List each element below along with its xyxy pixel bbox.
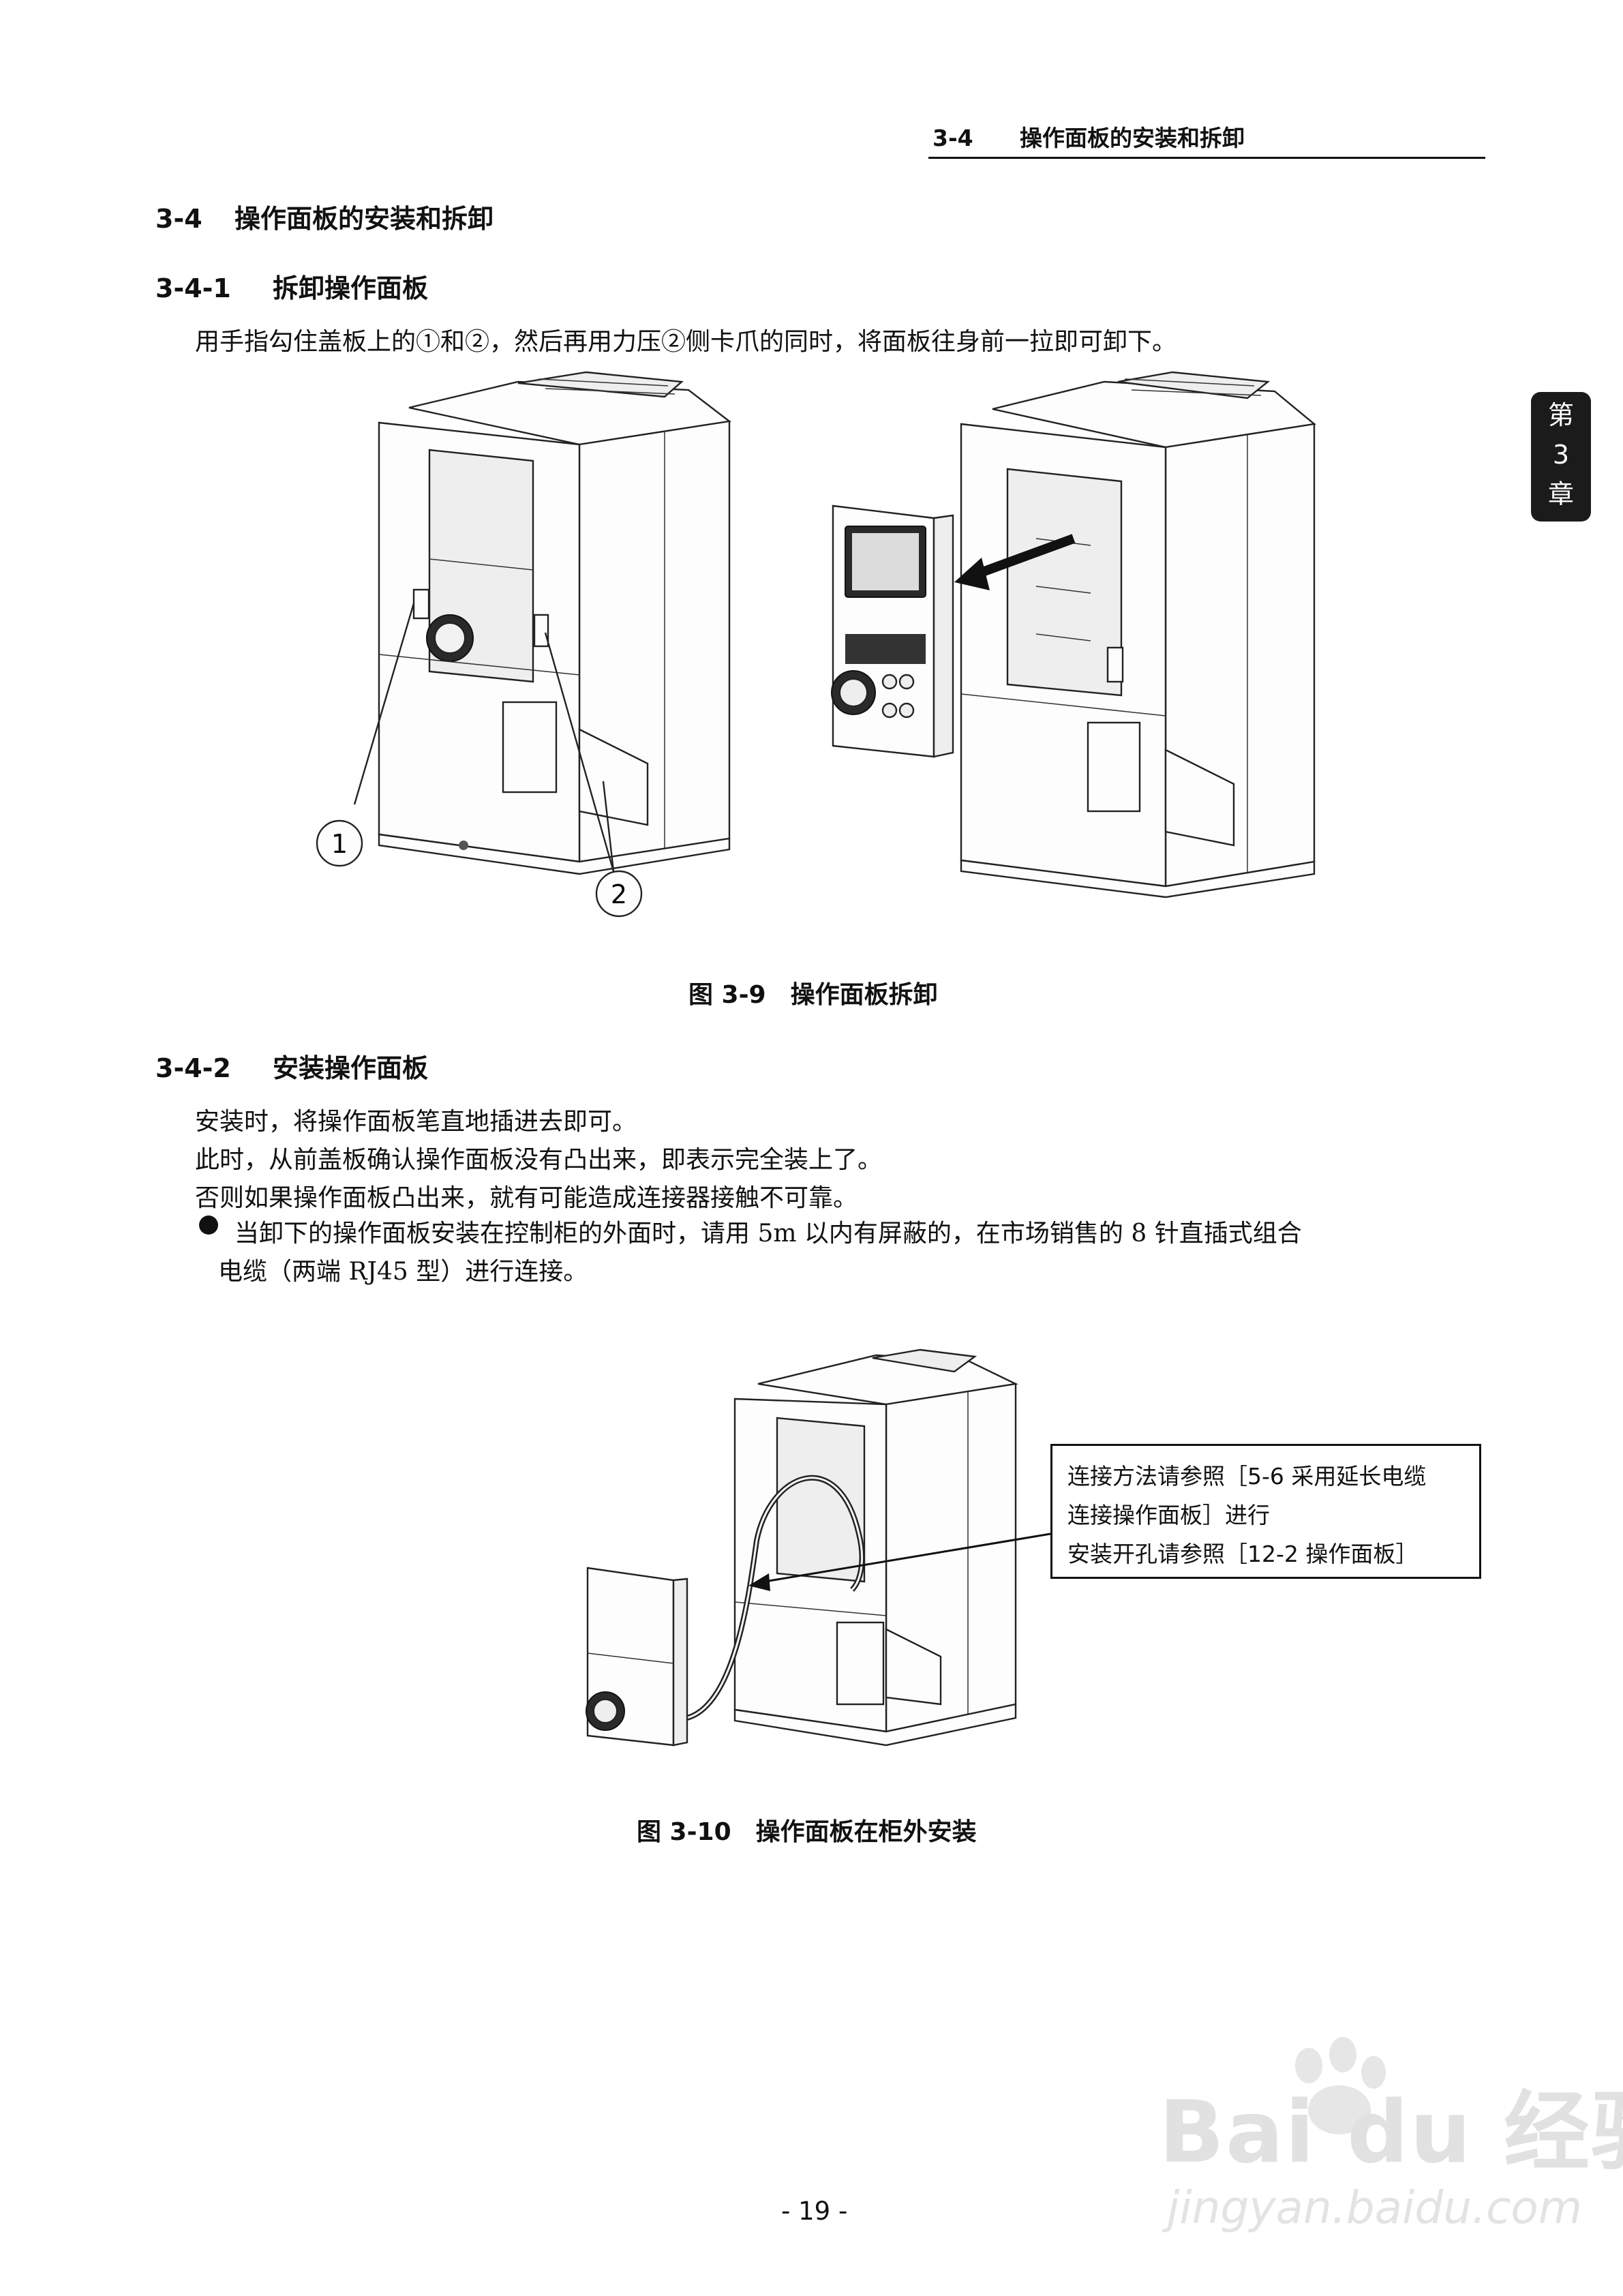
connection-note-line-2: 连接操作面板］进行 (1067, 1502, 1270, 1528)
chapter-tab-line1: 第 (1547, 400, 1574, 430)
figure-caption-3-9: 图 3-9 操作面板拆卸 (688, 981, 938, 1009)
subsection-heading-remove: 3-4-1 拆卸操作面板 (155, 267, 428, 305)
figure-caption-3-10: 图 3-10 操作面板在柜外安装 (637, 1818, 977, 1846)
inverter-right-illustration (831, 371, 1316, 898)
connection-note-line-1: 连接方法请参照［5-6 采用延长电缆 (1067, 1463, 1427, 1490)
chapter-tab-line3: 章 (1547, 479, 1574, 509)
connection-note-box: 连接方法请参照［5-6 采用延长电缆 连接操作面板］进行 安装开孔请参照［12-… (1050, 1444, 1481, 1579)
section-heading: 3-4 操作面板的安装和拆卸 (155, 198, 494, 235)
running-header-title: 操作面板的安装和拆卸 (1020, 125, 1245, 151)
section-title: 操作面板的安装和拆卸 (234, 204, 494, 234)
subsection-number: 3-4-1 (155, 273, 231, 303)
bullet-line-2: 电缆（两端 RJ45 型）进行连接。 (218, 1258, 588, 1286)
subsection-number: 3-4-2 (155, 1053, 231, 1083)
header-rule (928, 157, 1485, 159)
install-line-2: 此时，从前盖板确认操作面板没有凸出来，即表示完全装上了。 (195, 1146, 883, 1174)
install-line-1: 安装时，将操作面板笔直地插进去即可。 (195, 1108, 637, 1136)
inverter-cabinet-illustration (733, 1348, 1018, 1747)
callout-1-label: 1 (331, 829, 348, 859)
subsection-title: 安装操作面板 (273, 1053, 429, 1083)
inverter-left-illustration (316, 371, 731, 918)
connection-note-line-3: 安装开孔请参照［12-2 操作面板］ (1067, 1541, 1419, 1567)
chapter-tab-line2: 3 (1552, 440, 1570, 470)
remove-instruction: 用手指勾住盖板上的①和②，然后再用力压②侧卡爪的同时，将面板往身前一拉即可卸下。 (195, 328, 1177, 356)
watermark-logo: Bai du 经验 (1159, 2082, 1623, 2182)
running-header-number: 3-4 (932, 125, 973, 151)
baidu-paw-icon (1295, 2037, 1386, 2134)
page-number: - 19 - (781, 2196, 848, 2226)
subsection-heading-install: 3-4-2 安装操作面板 (155, 1047, 428, 1085)
subsection-title: 拆卸操作面板 (273, 273, 429, 303)
running-header: 3-4 操作面板的安装和拆卸 (932, 120, 1245, 153)
bullet-line-1: 当卸下的操作面板安装在控制柜的外面时，请用 5m 以内有屏蔽的，在市场销售的 8… (234, 1220, 1302, 1248)
external-operation-panel-illustration (586, 1567, 688, 1747)
section-number: 3-4 (155, 204, 202, 234)
install-line-3: 否则如果操作面板凸出来，就有可能造成连接器接触不可靠。 (195, 1184, 858, 1212)
callout-2-label: 2 (611, 879, 627, 909)
chapter-tab[interactable]: 第 3 章 (1531, 392, 1591, 522)
watermark-url: jingyan.baidu.com (1167, 2181, 1583, 2234)
bullet-icon (199, 1215, 218, 1235)
